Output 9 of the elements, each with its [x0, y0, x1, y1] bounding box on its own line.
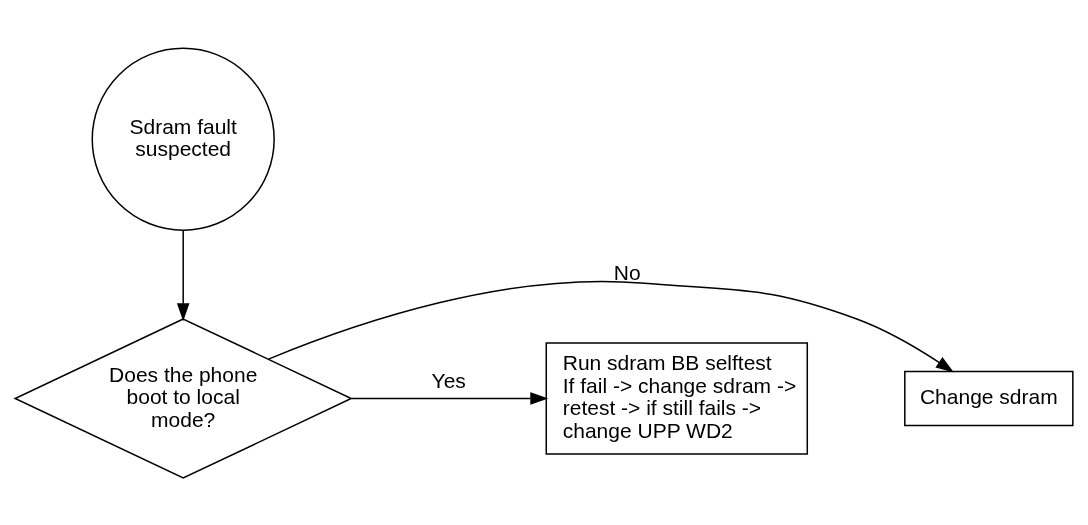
- node-diamond: Does the phone boot to local mode?: [13, 317, 353, 479]
- arrow: [350, 391, 549, 405]
- node-box: Run sdram BB selftest If fail -> change sdram -> retest -> if still fails -> change UPP WD2: [545, 341, 809, 455]
- node-box: Change sdram: [904, 370, 1074, 426]
- node-circle: Sdram fault suspected: [91, 47, 275, 231]
- edge-label: No: [613, 260, 641, 284]
- arrow: [176, 229, 190, 321]
- edge-label: Yes: [431, 368, 466, 392]
- arrow: [267, 280, 954, 372]
